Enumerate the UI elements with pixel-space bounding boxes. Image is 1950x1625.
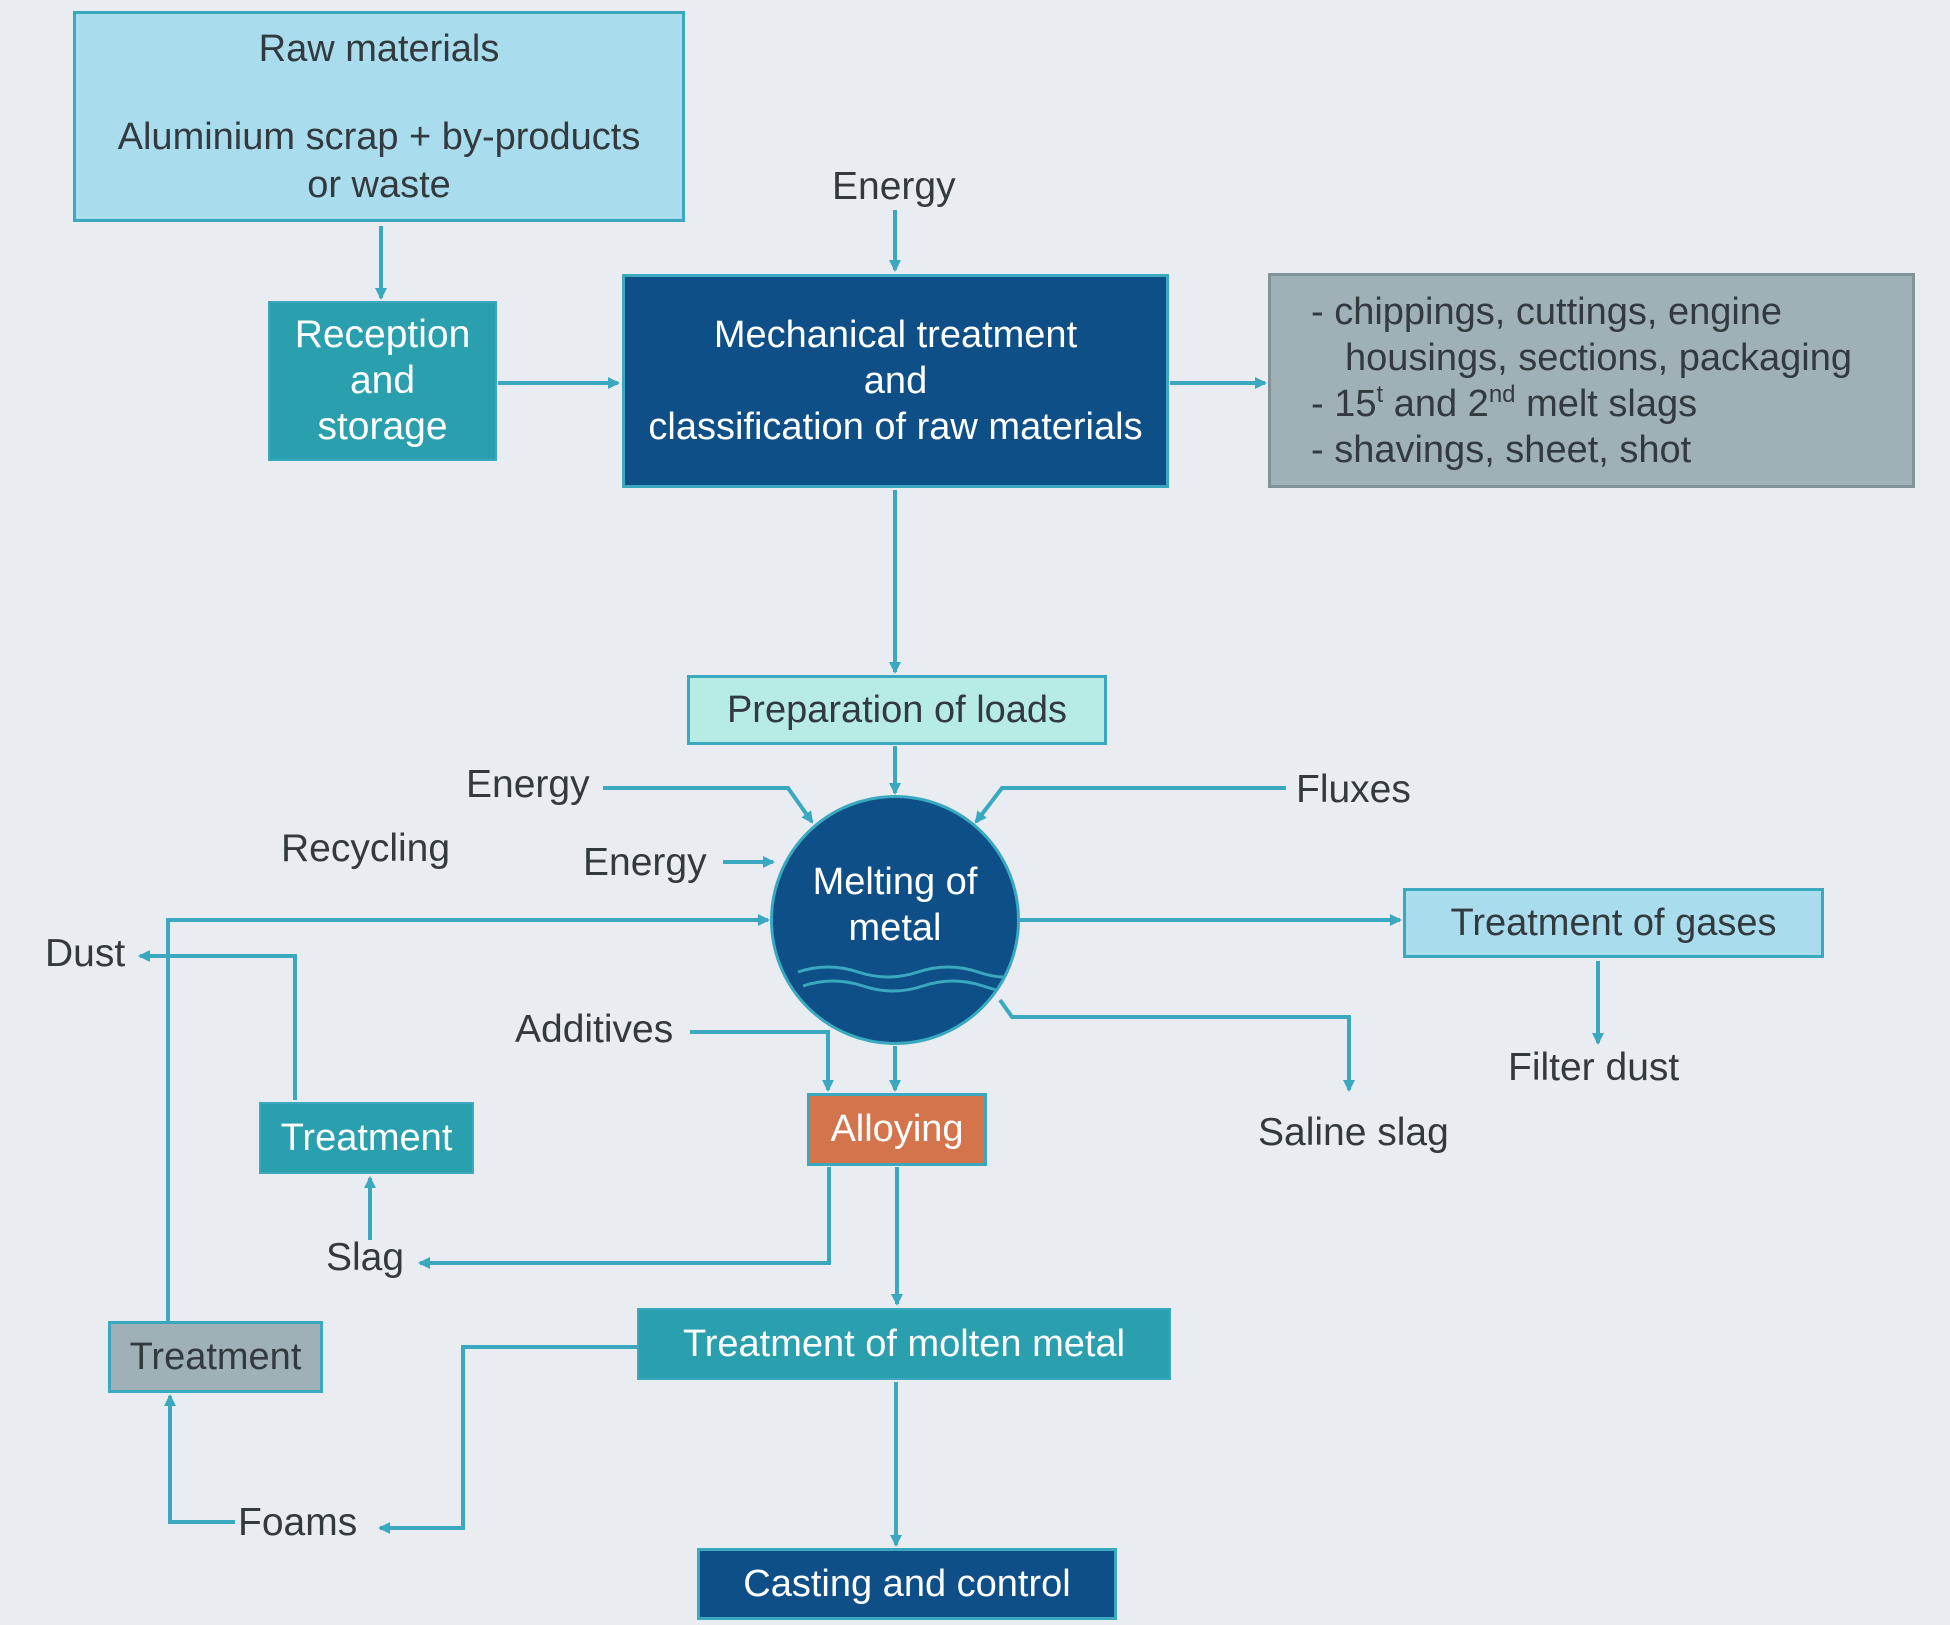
slag-treatment-label: Treatment — [280, 1116, 453, 1159]
arrow-energy1-to-melting — [603, 786, 814, 824]
arrow-molten-to-foams — [378, 1345, 637, 1534]
raw-materials-line1: Aluminium scrap + by-products — [117, 115, 641, 158]
alloying-label: Alloying — [830, 1108, 964, 1150]
melting-line2: metal — [848, 907, 942, 949]
arrow-melting-to-saline-slag — [998, 998, 1355, 1092]
treatment-of-gases-box: Treatment of gases — [1403, 888, 1824, 958]
arrow-additives-to-alloying — [690, 1030, 834, 1092]
arrow-foams-to-treatment — [164, 1394, 235, 1524]
raw-materials-box: Raw materials Aluminium scrap + by-produ… — [73, 11, 685, 222]
mechanical-treatment-box: Mechanical treatment and classification … — [622, 274, 1169, 488]
treatment-gases-label: Treatment of gases — [1450, 901, 1777, 944]
products-list-box: - chippings, cuttings, engine housings, … — [1268, 273, 1915, 488]
dust-label: Dust — [45, 932, 126, 975]
foam-treatment-box: Treatment — [108, 1321, 323, 1393]
filter-dust-label: Filter dust — [1508, 1046, 1680, 1089]
energy-left-label-1: Energy — [466, 763, 590, 806]
products-item1b: housings, sections, packaging — [1345, 336, 1852, 379]
slag-treatment-box: Treatment — [259, 1102, 474, 1174]
melting-line1: Melting of — [812, 861, 978, 903]
casting-label: Casting and control — [743, 1562, 1071, 1605]
foams-label: Foams — [238, 1501, 358, 1544]
fluxes-label: Fluxes — [1296, 768, 1411, 811]
raw-materials-line2: or waste — [307, 163, 451, 206]
raw-materials-title: Raw materials — [258, 27, 500, 70]
mechanical-line1: Mechanical treatment — [713, 314, 1078, 356]
arrow-fluxes-to-melting — [974, 786, 1286, 824]
reception-line3: storage — [317, 405, 448, 448]
arrow-recycling-to-melting — [166, 914, 770, 1337]
melting-of-metal-circle: Melting of metal — [770, 795, 1020, 1045]
molten-label: Treatment of molten metal — [682, 1322, 1126, 1365]
recycling-label: Recycling — [281, 827, 451, 870]
casting-and-control-box: Casting and control — [697, 1548, 1117, 1620]
slag-label: Slag — [326, 1236, 405, 1279]
reception-storage-box: Reception and storage — [268, 301, 497, 461]
alloying-box: Alloying — [807, 1093, 987, 1166]
products-item2: - 15t and 2nd melt slags — [1311, 380, 1698, 425]
treatment-molten-metal-box: Treatment of molten metal — [637, 1308, 1171, 1380]
products-item1a: - chippings, cuttings, engine — [1311, 290, 1783, 333]
energy-left-label-2: Energy — [583, 841, 707, 884]
saline-slag-label: Saline slag — [1258, 1111, 1449, 1154]
preparation-label: Preparation of loads — [726, 688, 1068, 731]
mechanical-line2: and — [863, 360, 928, 402]
preparation-of-loads-box: Preparation of loads — [687, 675, 1107, 745]
arrow-treatment-to-dust — [138, 950, 297, 1100]
reception-line2: and — [349, 359, 416, 402]
foam-treatment-label: Treatment — [129, 1335, 302, 1378]
arrow-alloying-to-slag — [418, 1167, 831, 1269]
mechanical-line3: classification of raw materials — [648, 406, 1143, 448]
products-item3: - shavings, sheet, shot — [1311, 428, 1692, 471]
reception-line1: Reception — [294, 313, 471, 356]
energy-top-label: Energy — [832, 165, 956, 208]
additives-label: Additives — [515, 1008, 674, 1051]
wave-icon — [797, 965, 1017, 993]
